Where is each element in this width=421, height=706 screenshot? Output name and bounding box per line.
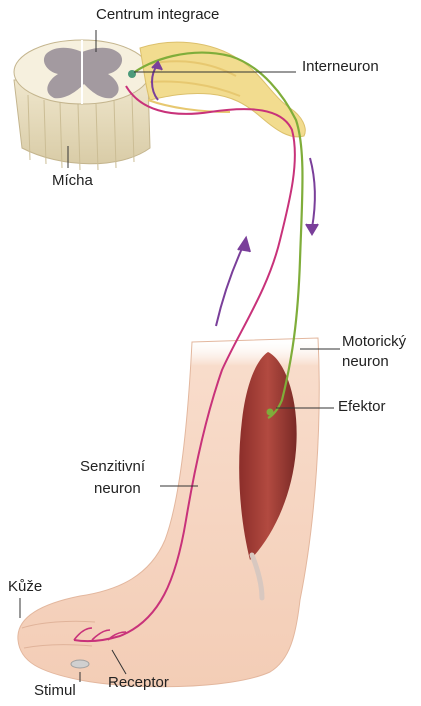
label-motor-neuron-1: Motorický [342,333,406,351]
label-spinal-cord: Mícha [52,172,93,190]
label-skin: Kůže [8,578,42,596]
stimulus-marker [71,660,89,668]
arrows [152,62,318,326]
interneuron-body [128,70,136,78]
label-effector: Efektor [338,398,386,416]
spinal-cord [14,40,150,170]
label-receptor: Receptor [108,674,169,692]
arrow-down-motor [310,158,315,228]
effector-junction [267,409,274,416]
arrow-down-motor-head [306,224,318,234]
label-stimulus: Stimul [34,682,76,700]
label-sensory-neuron-2: neuron [94,480,141,498]
label-interneuron: Interneuron [302,58,379,76]
label-motor-neuron-2: neuron [342,353,389,371]
arrow-up-sensory [216,244,244,326]
arrow-up-sensory-head [238,238,250,252]
label-sensory-neuron-1: Senzitivní [80,458,145,476]
label-integration-center: Centrum integrace [96,6,219,24]
